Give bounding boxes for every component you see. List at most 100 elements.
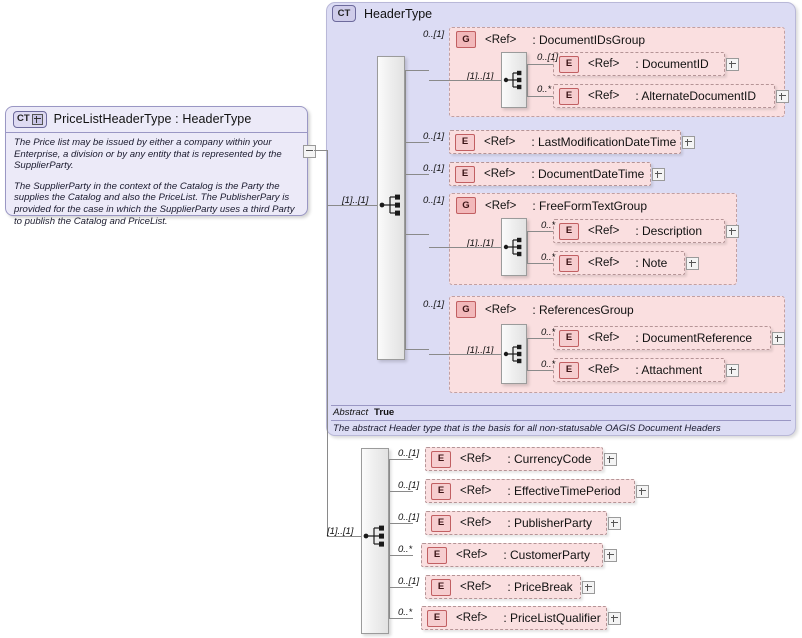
element-customerparty[interactable]: E <Ref> : CustomerParty [421,543,603,567]
expand-toggle-plus-icon[interactable] [608,517,621,530]
element-pricebreak[interactable]: E <Ref> : PriceBreak [425,575,581,599]
expand-toggle-plus-icon[interactable] [776,90,789,103]
element-documentdatetime-content: E <Ref> : DocumentDateTime [450,165,644,183]
extension-fanout-r4 [389,555,413,556]
element-badge-icon: E [431,450,451,468]
element-effectivetimeperiod[interactable]: E <Ref> : EffectiveTimePeriod [425,479,635,503]
freeformtextgroup-sequence-cardinality: [1]..[1] [467,238,494,249]
group-referencesgroup-cardinality: 0..[1] [423,299,445,310]
group-badge-icon: G [456,197,476,214]
fanout-main-r3 [405,174,429,175]
element-effectivetimeperiod-cardinality: 0..[1] [398,480,420,491]
headertype-documentation: The abstract Header type that is the bas… [333,423,721,434]
element-pricelistqualifier[interactable]: E <Ref> : PriceListQualifier [421,606,607,630]
element-lastmodificationdatetime[interactable]: E <Ref> : LastModificationDateTime [449,130,681,154]
element-badge-icon: E [455,133,475,151]
documentidsgroup-in-line [429,80,501,81]
element-ref-label: <Ref> [484,168,516,180]
plus-icon[interactable] [31,113,43,125]
expand-toggle-plus-icon[interactable] [604,549,617,562]
element-documentdatetime[interactable]: E <Ref> : DocumentDateTime [449,162,651,186]
element-badge-icon: E [427,609,447,627]
element-badge-icon: E [431,578,451,596]
element-publisherparty-content: E <Ref> : PublisherParty [426,514,592,532]
element-publisherparty[interactable]: E <Ref> : PublisherParty [425,511,607,535]
expand-toggle-plus-icon[interactable] [726,225,739,238]
headertype-sequence-cardinality: [1]..[1] [342,195,369,206]
element-ref-label: <Ref> [456,549,488,561]
group-name-label: : DocumentIDsGroup [532,32,646,47]
connector-root-branch-top [327,205,377,206]
abstract-label: Abstract [333,407,369,418]
documentidsgroup-sequence-cardinality: [1]..[1] [467,71,494,82]
element-lastmodificationdatetime-content: E <Ref> : LastModificationDateTime [450,133,677,151]
element-name-label: : CurrencyCode [507,452,592,466]
complextype-expand-badge-icon[interactable]: CT [13,110,47,128]
extension-sequence-bar[interactable] [361,448,389,634]
extension-fanout-v [389,459,390,618]
element-name-label: : LastModificationDateTime [531,135,677,149]
group-name-label: : FreeFormTextGroup [532,198,648,213]
element-pricebreak-cardinality: 0..[1] [398,576,420,587]
element-ref-label: <Ref> [484,136,516,148]
extension-fanout-r2 [389,491,413,492]
element-ref-label: <Ref> [588,332,620,344]
element-documentid[interactable]: E <Ref> : DocumentID [553,52,725,76]
expand-toggle-plus-icon[interactable] [682,136,695,149]
element-alternatedocumentid-cardinality: 0..* [537,84,552,95]
element-name-label: : EffectiveTimePeriod [507,484,621,498]
element-currencycode[interactable]: E <Ref> : CurrencyCode [425,447,603,471]
element-effectivetimeperiod-content: E <Ref> : EffectiveTimePeriod [426,482,621,500]
group-name-label: : ReferencesGroup [532,302,634,317]
element-badge-icon: E [559,87,579,105]
element-description-cardinality: 0..* [541,220,556,231]
element-currencycode-cardinality: 0..[1] [398,448,420,459]
element-documentid-content: E <Ref> : DocumentID [554,55,709,73]
panel-divider [6,132,307,133]
element-badge-icon: E [559,329,579,347]
element-name-label: : PriceListQualifier [503,611,601,625]
connector-root-h [314,150,328,151]
element-documentreference-cardinality: 0..* [541,327,556,338]
expand-toggle-plus-icon[interactable] [604,453,617,466]
group-ref-label: <Ref> [485,303,517,316]
headertype-sequence-bar[interactable] [377,56,405,360]
expand-toggle-plus-icon[interactable] [726,58,739,71]
element-documentreference[interactable]: E <Ref> : DocumentReference [553,326,771,350]
expand-toggle-plus-icon[interactable] [636,485,649,498]
element-ref-label: <Ref> [588,225,620,237]
headertype-title: HeaderType [364,6,433,21]
expand-toggle-plus-icon[interactable] [582,581,595,594]
referencesgroup-fanout-r1 [527,338,553,339]
element-description[interactable]: E <Ref> : Description [553,219,725,243]
element-documentdatetime-cardinality: 0..[1] [423,163,445,174]
element-alternatedocumentid[interactable]: E <Ref> : AlternateDocumentID [553,84,775,108]
element-note-cardinality: 0..* [541,252,556,263]
element-documentid-cardinality: 0..[1] [537,52,559,63]
expand-toggle-plus-icon[interactable] [772,332,785,345]
element-attachment[interactable]: E <Ref> : Attachment [553,358,725,382]
element-name-label: : PriceBreak [507,580,573,594]
element-note[interactable]: E <Ref> : Note [553,251,685,275]
doc-paragraph-1: The Price list may be issued by either a… [14,137,282,172]
element-badge-icon: E [431,514,451,532]
element-badge-icon: E [559,55,579,73]
sequence-compositor-icon [503,344,522,364]
expand-toggle-plus-icon[interactable] [686,257,699,270]
expand-toggle-plus-icon[interactable] [608,612,621,625]
element-name-label: : CustomerParty [503,548,591,562]
collapse-toggle-minus-icon[interactable] [303,145,316,158]
element-alternatedocumentid-content: E <Ref> : AlternateDocumentID [554,87,756,105]
element-badge-icon: E [427,546,447,564]
freeformtextgroup-fanout-v [527,231,528,263]
abstract-value: True [374,407,395,418]
element-description-content: E <Ref> : Description [554,222,702,240]
expand-toggle-plus-icon[interactable] [652,168,665,181]
connector-root-v [327,150,328,536]
expand-toggle-plus-icon[interactable] [726,364,739,377]
element-badge-icon: E [559,254,579,272]
extension-sequence-cardinality: [1]..[1] [327,526,354,537]
doc-paragraph-2: The SupplierParty in the context of the … [14,180,295,227]
documentidsgroup-fanout-v [527,64,528,96]
